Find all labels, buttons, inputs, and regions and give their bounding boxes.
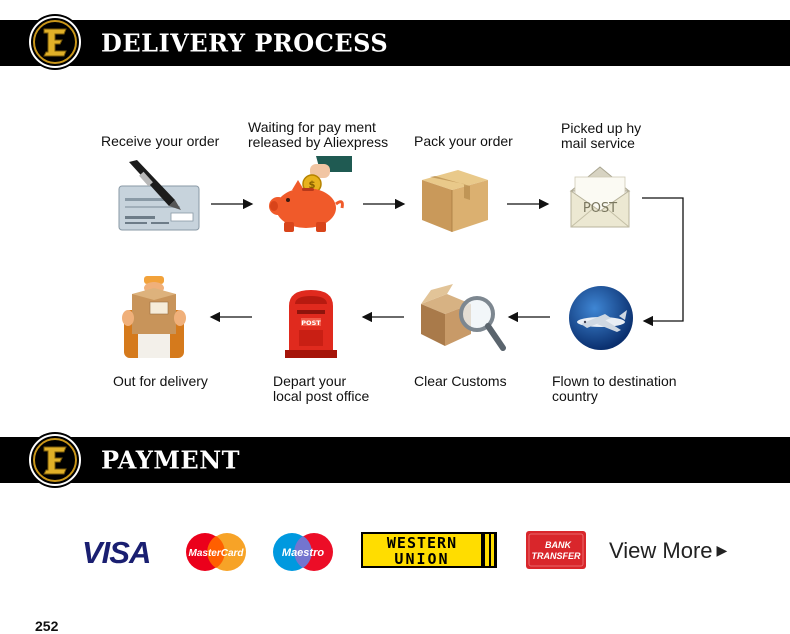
courier-icon: [118, 274, 190, 360]
delivery-process-title: DELIVERY PROCESS: [101, 28, 389, 58]
western-union-logo: WESTERN UNION: [361, 532, 497, 568]
payment-title: PAYMENT: [101, 445, 241, 475]
airplane-icon: [567, 284, 635, 352]
payment-banner: PAYMENT: [0, 432, 790, 488]
step-label-out-for-delivery: Out for delivery: [113, 373, 208, 389]
svg-text:POST: POST: [583, 201, 617, 216]
svg-text:VISA: VISA: [82, 535, 150, 570]
mastercard-logo: MasterCard: [185, 532, 247, 572]
svg-text:MasterCard: MasterCard: [188, 548, 244, 559]
svg-text:$: $: [309, 180, 316, 191]
caret-right-icon: ▶: [716, 542, 728, 558]
svg-text:Maestro: Maestro: [282, 547, 324, 559]
package-box-icon: [418, 166, 492, 234]
bank-transfer-logo: BANK TRANSFER: [526, 531, 586, 569]
svg-text:WESTERN: WESTERN: [387, 534, 457, 552]
svg-text:UNION: UNION: [394, 550, 449, 568]
maestro-logo: Maestro: [272, 532, 334, 572]
step-label-pack-order: Pack your order: [414, 133, 513, 149]
view-more-label: View More: [609, 538, 713, 563]
brand-logo-icon: [26, 431, 84, 489]
postbox-icon: POST: [283, 288, 339, 360]
brand-logo-icon: [26, 13, 84, 71]
visa-logo: VISA: [80, 534, 158, 570]
arrow-4-5: [642, 197, 684, 327]
delivery-process-banner: DELIVERY PROCESS: [0, 14, 790, 70]
check-pen-icon: [115, 158, 201, 234]
step-label-receive-order: Receive your order: [101, 133, 220, 149]
svg-text:TRANSFER: TRANSFER: [532, 551, 581, 561]
svg-text:BANK: BANK: [545, 540, 572, 550]
step-label-clear-customs: Clear Customs: [414, 373, 507, 389]
footer-fragment-text: 252: [35, 618, 59, 634]
magnifier-box-icon: [417, 284, 509, 356]
piggy-bank-icon: $: [266, 154, 356, 236]
svg-text:POST: POST: [301, 319, 321, 327]
post-envelope-icon: POST: [565, 165, 635, 231]
view-more-link[interactable]: View More▶: [609, 538, 727, 564]
